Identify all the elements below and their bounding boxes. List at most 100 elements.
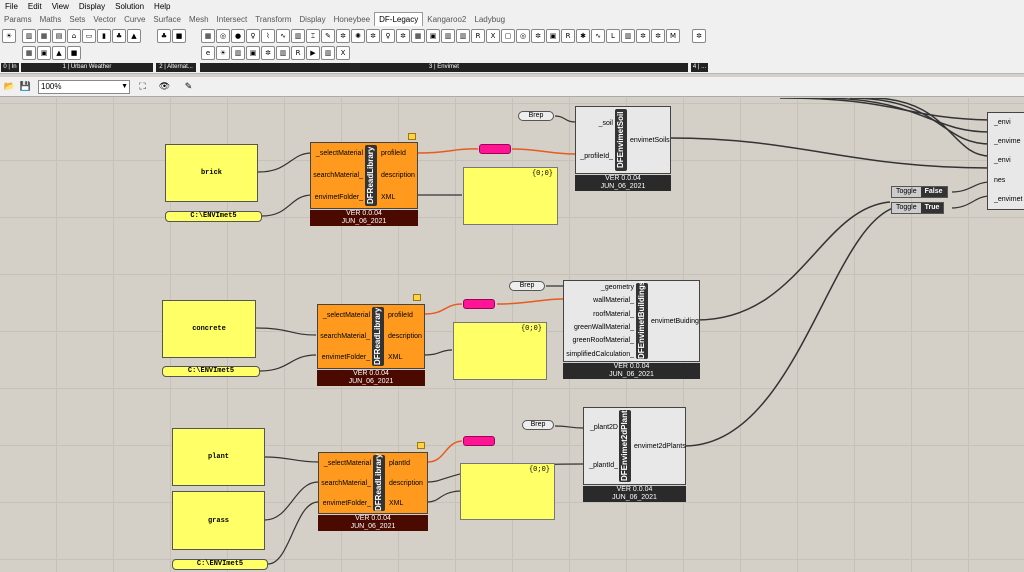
output-xml[interactable]: XML — [388, 354, 403, 361]
pin-icon[interactable]: ♀ — [246, 29, 260, 43]
road-icon[interactable]: ▲ — [127, 29, 141, 43]
xml-icon[interactable]: X — [486, 29, 500, 43]
circle-icon[interactable]: ● — [231, 29, 245, 43]
paint-brush-icon[interactable]: ✎ — [184, 81, 193, 91]
tab-vector[interactable]: Vector — [93, 15, 117, 24]
input-select-material[interactable]: _selectMaterial — [322, 312, 370, 319]
truck-icon[interactable]: ■ — [67, 45, 81, 60]
square-icon[interactable]: ▢ — [501, 29, 515, 43]
tree-icon[interactable]: ♣ — [112, 29, 126, 43]
gear-icon[interactable]: ✲ — [531, 29, 545, 43]
menu-display[interactable]: Display — [78, 1, 106, 11]
panel-output[interactable]: {0;0} — [463, 167, 558, 225]
panel-grass[interactable]: grass — [172, 491, 265, 550]
sun-icon[interactable]: ☀ — [216, 45, 230, 60]
epw-icon[interactable]: e — [201, 45, 215, 60]
input-nes[interactable]: nes — [994, 176, 1006, 184]
box-icon[interactable]: ▣ — [246, 45, 260, 60]
input-green-wall-material[interactable]: greenWallMaterial_ — [573, 324, 634, 332]
doc-icon[interactable]: ▭ — [82, 29, 96, 43]
window-icon[interactable]: ▣ — [37, 45, 51, 60]
box-icon[interactable]: ▣ — [426, 29, 440, 43]
brep-param[interactable]: Brep — [518, 111, 554, 121]
gear-icon[interactable]: ✲ — [651, 29, 665, 43]
grasshopper-canvas[interactable]: _envi _envime _envi nes _envimet Toggle … — [0, 98, 1024, 572]
zoom-extents-icon[interactable]: ⛶ — [139, 81, 146, 91]
chart-icon[interactable]: ▥ — [621, 29, 635, 43]
tab-curve[interactable]: Curve — [124, 15, 146, 24]
panel-envimet-path[interactable]: C:\ENVImet5 — [165, 211, 262, 222]
tab-surface[interactable]: Surface — [153, 15, 181, 24]
tower-icon[interactable]: ▮ — [97, 29, 111, 43]
city-icon[interactable]: ▥ — [22, 29, 36, 43]
input-plant2d[interactable]: _plant2D — [589, 423, 618, 431]
tab-df-legacy[interactable]: DF-Legacy — [374, 12, 424, 26]
input-envi[interactable]: _envi — [994, 119, 1011, 127]
gear-icon[interactable]: ✲ — [396, 29, 410, 43]
panel-plant[interactable]: plant — [172, 428, 265, 486]
play-icon[interactable]: ▶ — [306, 45, 320, 60]
box-icon[interactable]: ▣ — [546, 29, 560, 43]
relay-node[interactable] — [463, 299, 495, 309]
output-envimet-building[interactable]: envimetBuiding — [651, 317, 699, 325]
input-soil[interactable]: _soil — [598, 120, 613, 127]
input-simplified-calculation[interactable]: simplifiedCalculation_ — [566, 350, 634, 358]
input-search-material[interactable]: searchMaterial_ — [313, 171, 363, 179]
dfreadlibrary-component[interactable]: _selectMaterial searchMaterial_ envimetF… — [317, 304, 425, 386]
tab-intersect[interactable]: Intersect — [216, 15, 248, 24]
m-icon[interactable]: M — [666, 29, 680, 43]
tab-transform[interactable]: Transform — [255, 15, 292, 24]
tree-icon[interactable]: ♣ — [157, 29, 171, 43]
input-select-material[interactable]: _selectMaterial — [315, 150, 363, 158]
open-file-icon[interactable]: 📂 — [3, 81, 16, 91]
gear-icon[interactable]: ✲ — [692, 29, 706, 43]
chart-icon[interactable]: ▥ — [291, 29, 305, 43]
wrench-icon[interactable]: ✎ — [321, 29, 335, 43]
input-select-material[interactable]: _selectMaterial — [323, 459, 371, 467]
building-icon[interactable]: ▦ — [37, 29, 51, 43]
dfenvimetbuildings-component[interactable]: _geometry wallMaterial_ roofMaterial_ gr… — [563, 280, 700, 379]
asterisk-icon[interactable]: ✱ — [576, 29, 590, 43]
menu-file[interactable]: File — [5, 1, 18, 11]
grid-icon[interactable]: ▦ — [411, 29, 425, 43]
gear-icon[interactable]: ✲ — [336, 29, 350, 43]
tab-sets[interactable]: Sets — [69, 15, 86, 24]
wave-icon[interactable]: ∿ — [276, 29, 290, 43]
input-envimet-folder[interactable]: envimetFolder_ — [322, 499, 371, 507]
relay-node[interactable] — [463, 436, 495, 446]
grid-icon[interactable]: ▤ — [52, 29, 66, 43]
r-icon[interactable]: R — [561, 29, 575, 43]
preview-eye-icon[interactable]: 👁 — [158, 81, 171, 91]
line-icon[interactable]: ⌇ — [261, 29, 275, 43]
output-description[interactable]: description — [381, 171, 415, 179]
save-icon[interactable]: 💾 — [19, 81, 32, 91]
output-envimet-2d-plants[interactable]: envimet2dPlants — [634, 442, 686, 450]
boolean-toggle-true[interactable]: Toggle True — [891, 202, 945, 214]
shelf-icon[interactable]: ▦ — [22, 45, 36, 60]
input-envime[interactable]: _envime — [994, 138, 1021, 146]
lib-icon[interactable]: L — [606, 29, 620, 43]
input-roof-material[interactable]: roofMaterial_ — [593, 310, 634, 318]
xml-icon[interactable]: X — [336, 45, 350, 60]
chart-icon[interactable]: ▥ — [321, 45, 335, 60]
output-plant-id[interactable]: plantId — [389, 459, 411, 467]
gear-icon[interactable]: ✲ — [636, 29, 650, 43]
input-envimet-folder[interactable]: envimetFolder_ — [321, 354, 370, 361]
input-geometry[interactable]: _geometry — [600, 284, 634, 292]
panel-output[interactable]: {0;0} — [453, 322, 547, 380]
dfreadlibrary-component[interactable]: _selectMaterial searchMaterial_ envimetF… — [310, 142, 418, 226]
tab-params[interactable]: Params — [4, 15, 32, 24]
panel-brick[interactable]: brick — [165, 144, 258, 202]
input-search-material[interactable]: searchMaterial_ — [321, 479, 371, 487]
panel-output[interactable]: {0;0} — [460, 463, 555, 520]
output-xml[interactable]: XML — [389, 499, 404, 507]
target-icon[interactable]: ◎ — [516, 29, 530, 43]
warning-icon[interactable] — [408, 133, 416, 140]
zoom-select[interactable]: 100%▼ — [38, 80, 130, 94]
menu-solution[interactable]: Solution — [115, 1, 145, 11]
input-envimet-folder[interactable]: envimetFolder_ — [314, 193, 363, 201]
toggle-value[interactable]: False — [920, 187, 947, 197]
input-profile-id[interactable]: _profileId_ — [580, 153, 613, 160]
sun-icon[interactable]: ✺ — [351, 29, 365, 43]
input-wall-material[interactable]: wallMaterial_ — [593, 297, 634, 305]
